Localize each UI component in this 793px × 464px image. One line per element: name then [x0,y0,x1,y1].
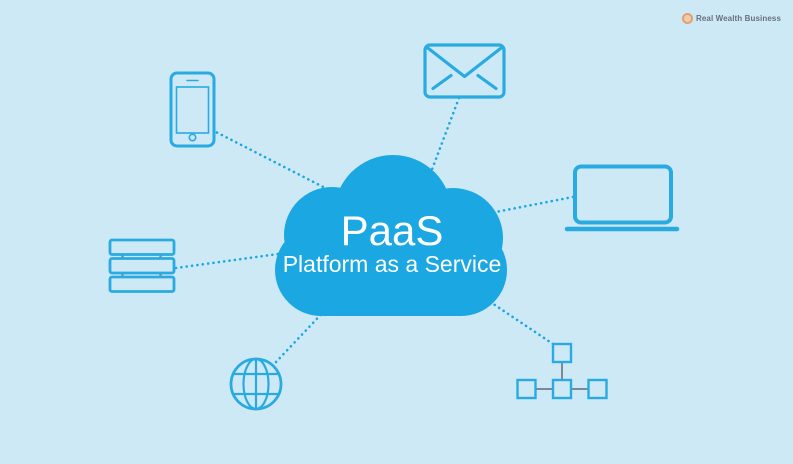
brand-name: Real Wealth Business [696,14,781,23]
line-cloud-to-smartphone [215,131,337,195]
brand-logo: Real Wealth Business [682,13,781,24]
globe-icon [229,357,283,411]
laptop-icon [564,164,680,232]
line-cloud-to-envelope [426,96,461,182]
coin-swirl-icon [682,13,693,24]
server-stack-icon [108,238,176,293]
line-cloud-to-server-stack [174,249,302,270]
smartphone-icon [169,71,216,148]
cloud-title: PaaS [341,207,444,254]
line-cloud-to-network [478,293,555,346]
cloud-shape [275,155,507,316]
network-nodes-icon [516,342,608,400]
email-envelope-icon [423,43,506,99]
cloud-subtitle: Platform as a Service [283,251,502,277]
